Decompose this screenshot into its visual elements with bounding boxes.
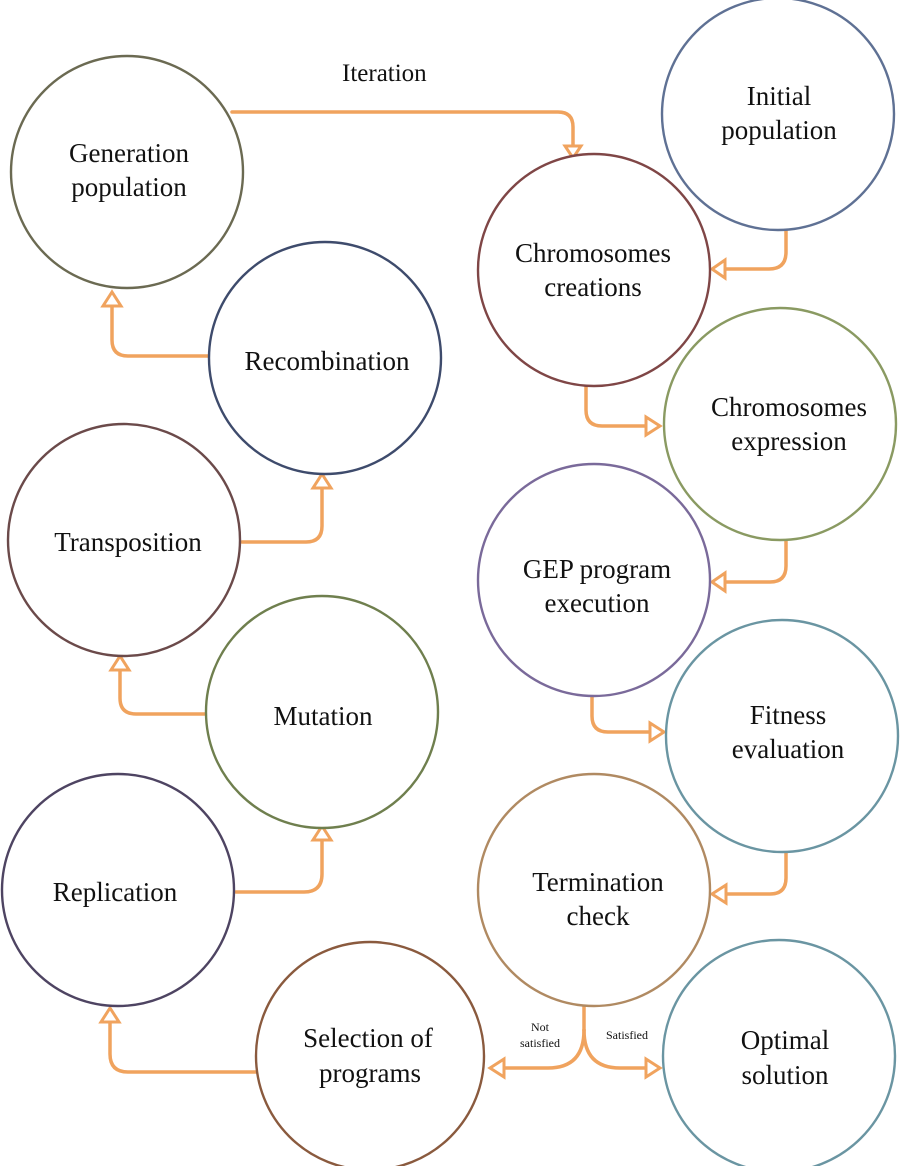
connector-expression-to-gep: [723, 532, 788, 584]
node-circle: [476, 152, 712, 388]
node-label-line-2: creations: [544, 272, 641, 302]
node-circle: [6, 422, 242, 658]
node-optimal-solution: Optimal solution: [661, 938, 897, 1166]
connector-recombination-to-generation: [110, 304, 210, 358]
node-fitness-evaluation: Fitness evaluation: [664, 618, 900, 854]
node-label-line-2: population: [71, 172, 187, 202]
node-termination-check: Termination check: [476, 772, 712, 1008]
node-label-line-2: check: [567, 901, 630, 931]
node-circle: [662, 306, 898, 542]
node-label-line-2: evaluation: [732, 734, 845, 764]
arrowhead-gep-to-fitness: [648, 720, 667, 744]
node-initial-population: Initial population: [660, 0, 896, 232]
connector-mutation-to-transposition: [118, 668, 208, 716]
node-circle: [476, 772, 712, 1008]
branch-label-not-satisfied-line-2: satisfied: [520, 1036, 560, 1050]
node-label-line-1: Initial: [747, 81, 811, 111]
connector-initial-to-creations: [723, 226, 788, 271]
arrowhead-not-satisfied: [487, 1056, 506, 1080]
branch-label-not-satisfied-line-1: Not: [531, 1020, 550, 1034]
node-label-line-1: Mutation: [274, 701, 373, 731]
connector-replication-to-mutation: [234, 838, 324, 894]
node-label-line-2: solution: [741, 1060, 829, 1090]
arrowhead-transposition-to-recombination: [310, 471, 334, 490]
node-label-line-1: GEP program: [523, 554, 671, 584]
node-label-line-2: programs: [319, 1058, 421, 1088]
arrowhead-selection-to-replication: [98, 1005, 122, 1024]
node-label-line-1: Chromosomes: [711, 392, 867, 422]
node-gep-program-execution: GEP program execution: [476, 462, 712, 698]
node-circle: [661, 938, 897, 1166]
node-circle: [476, 462, 712, 698]
arrowhead-replication-to-mutation: [310, 823, 334, 842]
node-chromosomes-expression: Chromosomes expression: [662, 306, 898, 542]
node-selection-of-programs: Selection of programs: [254, 940, 486, 1166]
iteration-label: Iteration: [342, 60, 427, 87]
node-label-line-2: expression: [731, 426, 847, 456]
node-circle: [0, 772, 236, 1008]
connector-fitness-to-termination: [724, 844, 788, 896]
branch-label-satisfied: Satisfied: [606, 1028, 648, 1042]
node-label-line-1: Recombination: [245, 346, 410, 376]
connector-selection-to-replication: [108, 1020, 258, 1074]
arrowhead-recombination-to-generation: [100, 289, 124, 308]
node-label-line-1: Generation: [69, 138, 189, 168]
connector-iteration: [230, 110, 575, 148]
connector-creations-to-expression: [584, 376, 648, 428]
node-circle: [207, 240, 443, 476]
node-label-line-1: Transposition: [54, 527, 202, 557]
node-circle: [660, 0, 896, 232]
arrowhead-initial-to-creations: [709, 257, 727, 281]
node-chromosomes-creations: Chromosomes creations: [476, 152, 712, 388]
node-label-line-1: Replication: [53, 877, 178, 907]
arrowhead-creations-to-expression: [644, 414, 663, 438]
node-replication: Replication: [0, 772, 236, 1008]
arrowhead-mutation-to-transposition: [108, 653, 132, 672]
connector-transposition-to-recombination: [240, 486, 324, 544]
connector-satisfied: [582, 1028, 648, 1070]
connectors: [98, 110, 788, 1080]
node-circle: [204, 594, 440, 830]
node-label-line-1: Selection of: [303, 1023, 433, 1053]
node-mutation: Mutation: [204, 594, 440, 830]
connector-gep-to-fitness: [590, 684, 652, 734]
node-circle: [9, 54, 245, 290]
node-circle: [664, 618, 900, 854]
node-label-line-1: Termination: [532, 867, 664, 897]
node-label-line-2: execution: [545, 588, 650, 618]
node-transposition: Transposition: [6, 422, 242, 658]
node-label-line-1: Optimal: [741, 1025, 830, 1055]
arrowhead-fitness-to-termination: [709, 882, 728, 906]
node-label-line-1: Fitness: [750, 700, 827, 730]
node-circle: [254, 940, 486, 1166]
arrowhead-satisfied: [644, 1056, 663, 1080]
arrowhead-expression-to-gep: [709, 570, 727, 594]
node-generation-population: Generation population: [9, 54, 245, 290]
node-label-line-1: Chromosomes: [515, 238, 671, 268]
arrowhead-iteration: [562, 144, 584, 161]
node-recombination: Recombination: [207, 240, 443, 476]
node-label-line-2: population: [721, 115, 837, 145]
